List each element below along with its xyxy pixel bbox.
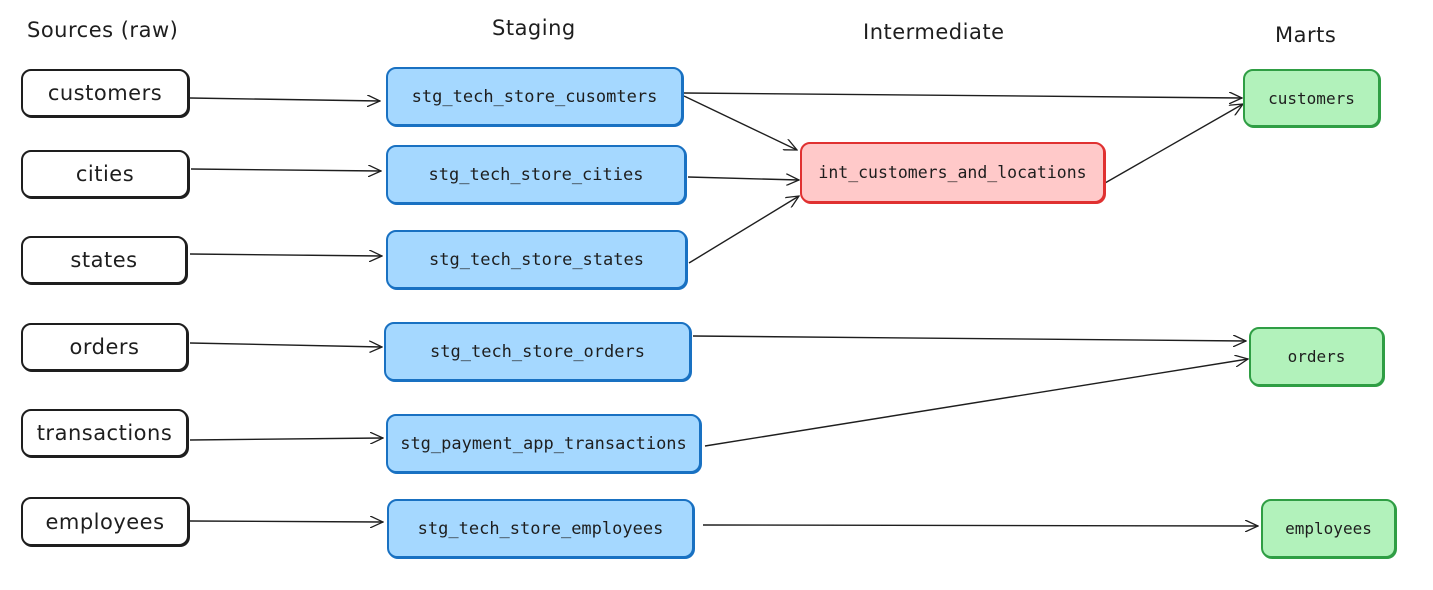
staging-node-employees[interactable]: stg_tech_store_employees xyxy=(387,499,694,558)
mart-node-employees[interactable]: employees xyxy=(1261,499,1396,558)
edge-stg-customers-to-int xyxy=(683,95,797,150)
edge-orders-to-stg xyxy=(189,343,382,347)
edge-stg-states-to-int xyxy=(688,196,799,264)
edge-cities-to-stg xyxy=(190,169,381,171)
edge-states-to-stg xyxy=(189,254,382,256)
edge-stg-transactions-to-mart xyxy=(704,359,1248,447)
edge-employees-to-stg xyxy=(189,521,383,522)
staging-node-customers[interactable]: stg_tech_store_cusomters xyxy=(386,67,683,126)
edge-transactions-to-stg xyxy=(189,438,383,440)
column-title-sources: Sources (raw) xyxy=(27,18,179,42)
edge-int-to-mart-customers xyxy=(1104,104,1243,184)
staging-node-states[interactable]: stg_tech_store_states xyxy=(386,230,687,289)
source-node-transactions[interactable]: transactions xyxy=(21,409,188,457)
staging-node-transactions[interactable]: stg_payment_app_transactions xyxy=(386,414,701,473)
column-title-staging: Staging xyxy=(492,16,576,40)
mart-node-orders[interactable]: orders xyxy=(1249,327,1384,386)
intermediate-node-customers-and-locations[interactable]: int_customers_and_locations xyxy=(800,142,1105,203)
source-node-states[interactable]: states xyxy=(21,236,187,284)
edge-stg-employees-to-mart xyxy=(702,525,1258,526)
edge-customers-to-stg xyxy=(189,98,380,101)
staging-node-cities[interactable]: stg_tech_store_cities xyxy=(386,145,686,204)
mart-node-customers[interactable]: customers xyxy=(1243,69,1380,127)
source-node-cities[interactable]: cities xyxy=(21,150,189,198)
edge-stg-cities-to-int xyxy=(687,177,799,180)
edge-stg-orders-to-mart xyxy=(692,336,1246,341)
source-node-orders[interactable]: orders xyxy=(21,323,188,371)
edge-stg-customers-to-mart xyxy=(683,93,1242,98)
column-title-intermediate: Intermediate xyxy=(863,20,1005,44)
source-node-employees[interactable]: employees xyxy=(21,497,189,546)
staging-node-orders[interactable]: stg_tech_store_orders xyxy=(384,322,691,381)
source-node-customers[interactable]: customers xyxy=(21,69,189,117)
column-title-marts: Marts xyxy=(1275,23,1337,47)
